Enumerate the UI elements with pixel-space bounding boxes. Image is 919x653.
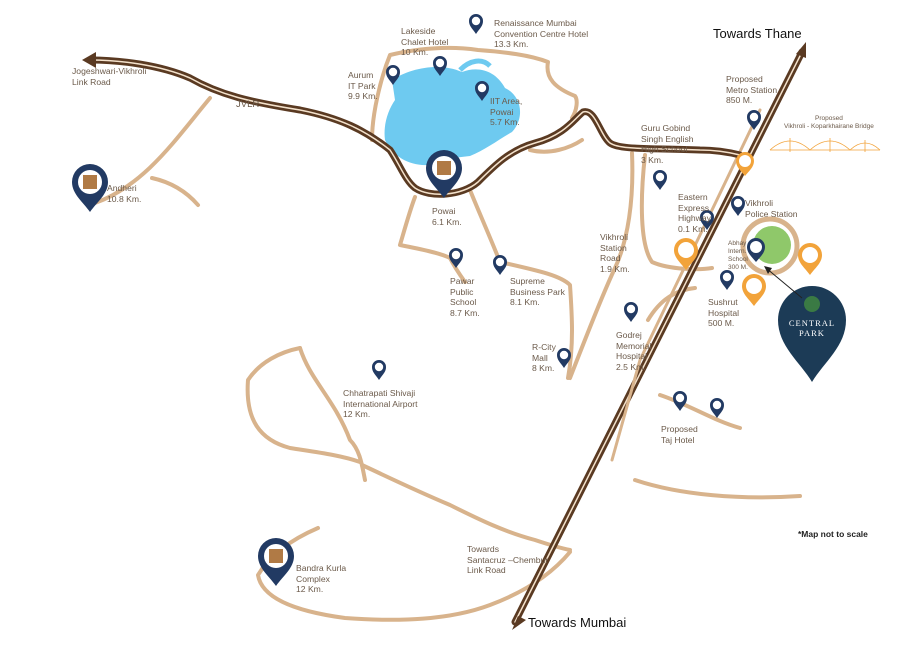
central-park-pin xyxy=(778,286,846,382)
towards-mumbai-label: Towards Mumbai xyxy=(528,615,627,630)
towards-thane-label: Towards Thane xyxy=(713,26,802,41)
orange-pins xyxy=(674,152,822,306)
eastern-express-highway xyxy=(511,48,806,626)
jvlr-road xyxy=(86,56,744,198)
andheri-pin xyxy=(72,164,108,212)
park-area xyxy=(753,226,791,264)
road-circle xyxy=(740,216,800,276)
bridge-illustration xyxy=(769,138,881,152)
jvlr-label: JVLR xyxy=(236,99,260,110)
pointer-arrow xyxy=(765,267,803,299)
map-note: *Map not to scale xyxy=(798,529,868,539)
bkc-pin xyxy=(258,538,294,586)
powai-pin xyxy=(426,150,462,198)
